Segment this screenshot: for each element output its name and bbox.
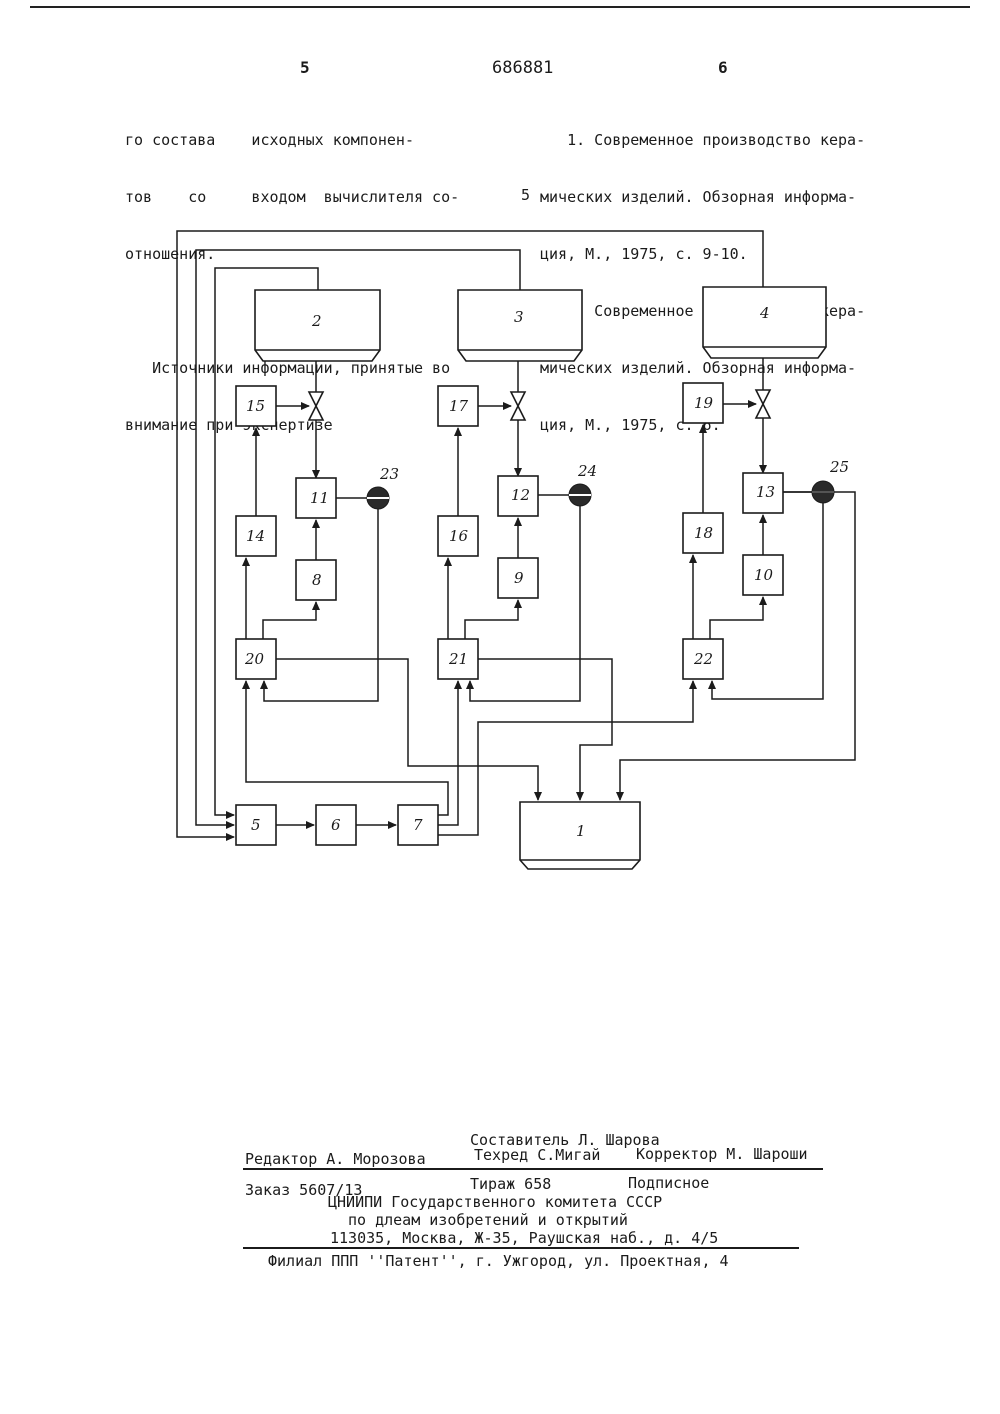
block-14: 14	[236, 516, 276, 556]
block-11: 11	[296, 478, 336, 518]
address: 113035, Москва, Ж-35, Раушская наб., д. …	[330, 1229, 718, 1247]
block-21: 21	[438, 639, 478, 679]
block-10: 10	[743, 555, 783, 595]
svg-text:10: 10	[754, 566, 774, 584]
block-20: 20	[236, 639, 276, 679]
block-9: 9	[498, 558, 538, 598]
block-12: 12	[498, 476, 538, 516]
block-17: 17	[438, 386, 478, 426]
svg-text:11: 11	[310, 489, 329, 507]
svg-text:8: 8	[312, 571, 322, 589]
hopper-3: 3	[458, 290, 582, 361]
branch: Филиал ППП ''Патент'', г. Ужгород, ул. П…	[268, 1252, 729, 1270]
svg-text:22: 22	[693, 650, 713, 668]
organization-dept: по длеам изобретений и открытий	[348, 1211, 628, 1229]
sensor-23: 23	[367, 465, 399, 509]
valve-3	[511, 361, 525, 476]
svg-text:9: 9	[514, 569, 524, 587]
valve-4	[756, 358, 770, 473]
editor: Редактор А. Морозова	[245, 1150, 426, 1168]
svg-text:24: 24	[577, 462, 597, 480]
block-6: 6	[316, 805, 356, 845]
imprint-rule-1	[243, 1168, 823, 1170]
svg-text:5: 5	[251, 816, 261, 834]
block-8: 8	[296, 560, 336, 600]
svg-text:17: 17	[449, 397, 469, 415]
block-22: 22	[683, 639, 723, 679]
hopper-2-label: 2	[311, 312, 322, 330]
hopper-2: 2	[255, 290, 380, 361]
svg-text:20: 20	[244, 650, 265, 668]
svg-text:25: 25	[829, 458, 849, 476]
hopper-4-label: 4	[759, 304, 770, 322]
svg-text:21: 21	[448, 650, 468, 668]
svg-text:6: 6	[331, 816, 341, 834]
svg-text:19: 19	[694, 394, 714, 412]
block-13: 13	[743, 473, 783, 513]
svg-text:1: 1	[576, 822, 586, 840]
connections-col3	[620, 404, 855, 800]
hopper-4: 4	[703, 287, 826, 358]
svg-text:7: 7	[413, 816, 423, 834]
organization: ЦНИИПИ Государственного комитета СССР	[328, 1193, 662, 1211]
subscription: Подписное	[628, 1174, 709, 1192]
svg-text:23: 23	[379, 465, 399, 483]
circulation: Тираж 658	[470, 1175, 551, 1193]
svg-text:18: 18	[694, 524, 713, 542]
block-18: 18	[683, 513, 723, 553]
block-19: 19	[683, 383, 723, 423]
sensor-24: 24	[569, 462, 597, 506]
block-5: 5	[236, 805, 276, 845]
corrector: Корректор М. Шароши	[636, 1145, 808, 1163]
block-15: 15	[236, 386, 276, 426]
block-1: 1	[520, 802, 640, 869]
sensor-25: 25	[812, 458, 849, 503]
svg-text:14: 14	[246, 527, 265, 545]
valve-2	[309, 361, 323, 478]
block-7: 7	[398, 805, 438, 845]
techred: Техред С.Мигай	[474, 1146, 600, 1164]
svg-text:13: 13	[756, 483, 775, 501]
hopper-3-label: 3	[514, 308, 524, 326]
svg-text:15: 15	[246, 397, 265, 415]
svg-text:16: 16	[449, 527, 469, 545]
imprint-rule-2	[243, 1247, 799, 1249]
svg-text:12: 12	[511, 486, 530, 504]
block-16: 16	[438, 516, 478, 556]
